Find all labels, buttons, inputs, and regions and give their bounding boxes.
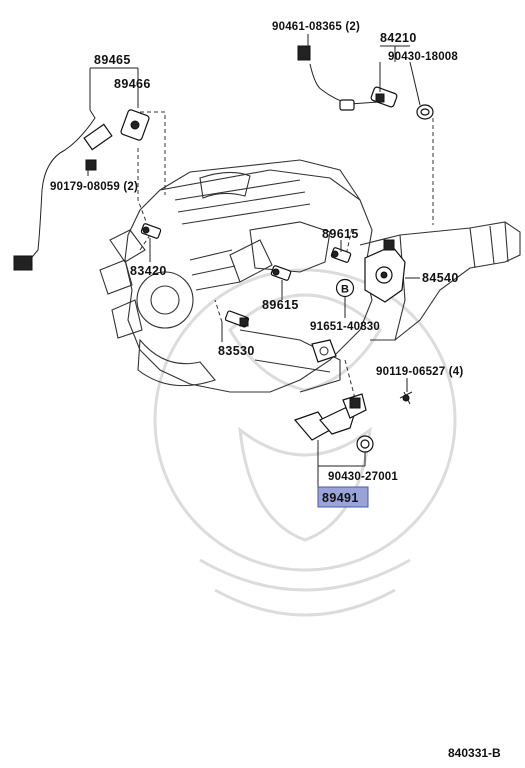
bolt-90119: [399, 391, 413, 405]
marker-b: B: [335, 278, 355, 298]
callout-90461-08365: 90461-08365 (2): [272, 21, 360, 33]
callout-89615-lower: 89615: [262, 298, 299, 312]
callout-91651-40830: 91651-40830: [310, 321, 380, 333]
watermark-emblem: [153, 268, 457, 617]
switch-83530: [224, 310, 250, 328]
callout-83420: 83420: [130, 264, 167, 278]
callout-89491: 89491: [322, 491, 359, 505]
figure-code: 840331-B: [448, 746, 501, 760]
callout-89466: 89466: [114, 77, 151, 91]
callout-84540: 84540: [422, 271, 459, 285]
highlight-box-89491: [317, 486, 369, 508]
callout-89615-upper: 89615: [322, 227, 359, 241]
marker-b-label: B: [341, 284, 349, 296]
engine-block-drawing: [99, 159, 521, 393]
callout-89465: 89465: [94, 53, 131, 67]
callout-90430-18008: 90430-18008: [388, 51, 458, 63]
sensor-assembly-89491: [293, 393, 374, 453]
callout-90430-27001: 90430-27001: [328, 471, 398, 483]
switch-89615-upper: [330, 247, 352, 263]
switch-84210: [297, 45, 398, 111]
sender-83420: [140, 223, 162, 239]
crankshaft-sensor-89465: [13, 109, 113, 271]
switch-89615-lower: [270, 265, 292, 281]
callout-90119-06527: 90119-06527 (4): [376, 366, 463, 378]
callout-90179-08059: 90179-08059 (2): [50, 181, 138, 193]
oil-seal-90430-18008: [416, 104, 434, 120]
callout-83530: 83530: [218, 344, 255, 358]
solenoid-84540: [364, 239, 406, 303]
leader-lines: [87, 34, 421, 488]
gasket-91651: [311, 339, 337, 363]
sensor-plate-89466: [120, 109, 150, 141]
callout-labels: 90461-08365 (2) 84210 90430-18008 89465 …: [50, 21, 463, 505]
callout-84210: 84210: [380, 31, 417, 45]
